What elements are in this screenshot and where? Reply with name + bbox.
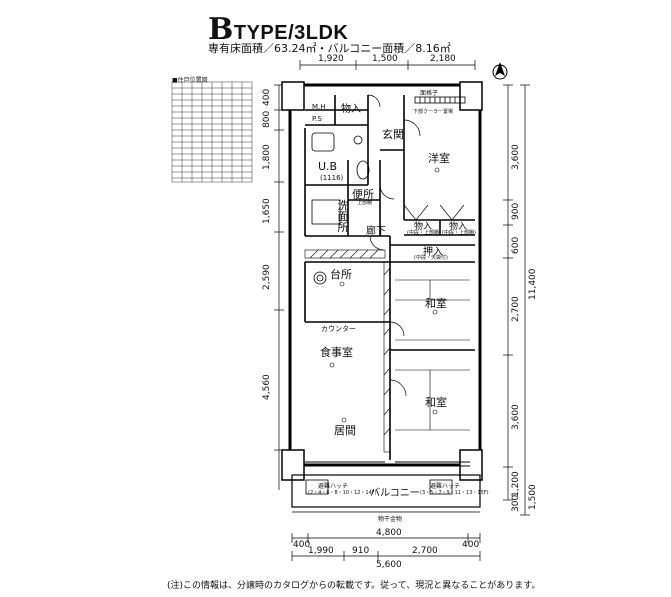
room-ub: U.B xyxy=(318,160,338,173)
room-senmenjo: 洗 面 所 xyxy=(337,199,349,234)
dim-right-7: 300 xyxy=(511,494,521,512)
location-map-title: ■住戸位置図 xyxy=(172,77,208,84)
dim-top-1: 1,920 xyxy=(318,54,344,64)
room-ub-size: (1116) xyxy=(320,174,344,182)
dim-bottom-total: 5,600 xyxy=(376,560,402,570)
room-monoire-3: 物入 xyxy=(449,222,468,232)
dim-left-3: 1,800 xyxy=(262,144,272,170)
dim-top-2: 1,500 xyxy=(372,54,398,64)
hatch-left-label: 避難ハッチ xyxy=(318,483,349,490)
monoire-3-sub: (中段・上部棚) xyxy=(442,230,476,236)
cooler-label: 下部クーラー置場 xyxy=(413,109,454,115)
room-genkan: 玄関 xyxy=(382,128,404,141)
dim-right-extra: 1,500 xyxy=(528,484,538,510)
monoire-2-sub: (中段・上部棚) xyxy=(407,230,441,236)
dim-right-5: 3,600 xyxy=(511,404,521,430)
dim-bottom-4: 1,990 xyxy=(308,546,334,556)
dim-left-1: 400 xyxy=(262,88,272,106)
hatch-left-floors: (2・4・6・8・10・12・14F) xyxy=(308,490,377,496)
dim-bottom-5: 910 xyxy=(352,546,370,556)
hatch-right-label: 避難ハッチ xyxy=(430,483,461,490)
room-roka: 廊下 xyxy=(366,226,386,237)
room-washitsu-2: 和室 xyxy=(425,396,447,409)
room-shokujishitsu: 食事室 xyxy=(320,346,353,359)
room-benjo: 便所 xyxy=(352,188,374,201)
north-arrow-icon xyxy=(492,62,508,80)
dim-right-2: 900 xyxy=(511,202,521,220)
room-monoire-top: 物入 xyxy=(341,104,361,115)
footnote: (注)この情報は、分譲時のカタログからの転載です。従って、現況と異なることがあり… xyxy=(167,581,541,591)
room-youshitsu: 洋室 xyxy=(428,152,450,165)
dim-left-5: 2,590 xyxy=(262,264,272,290)
grille-label: 面格子 xyxy=(420,90,439,97)
dim-left-4: 1,650 xyxy=(262,198,272,224)
plan-title: BTYPE/3LDK xyxy=(208,12,349,47)
room-ima: 居間 xyxy=(334,424,356,437)
dim-bottom-1: 400 xyxy=(293,540,311,550)
dim-bottom-2: 4,800 xyxy=(376,528,402,538)
dim-bottom-3: 400 xyxy=(462,540,480,550)
monohoshi-label: 物干金物 xyxy=(378,516,403,523)
ueduna-label: 上部棚 xyxy=(357,200,373,206)
dim-top-3: 2,180 xyxy=(430,54,456,64)
location-map xyxy=(171,81,253,183)
label-mh: M.H xyxy=(312,103,326,111)
dim-right-1: 3,600 xyxy=(511,144,521,170)
dim-right-total: 11,400 xyxy=(528,268,538,301)
room-washitsu-1: 和室 xyxy=(425,297,447,310)
dim-right-3: 600 xyxy=(511,236,521,254)
counter-label: カウンター xyxy=(321,325,356,333)
label-ps: P.S xyxy=(312,115,322,123)
dim-left-6: 4,560 xyxy=(262,374,272,400)
area-subtitle: 専有床面積／63.24㎡・バルコニー面積／8.16㎡ xyxy=(208,42,451,55)
room-oshiire: 押入 xyxy=(423,247,443,258)
dim-left-2: 800 xyxy=(262,110,272,128)
room-daidokoro: 台所 xyxy=(330,268,352,281)
dim-right-4: 2,700 xyxy=(511,296,521,322)
room-monoire-2: 物入 xyxy=(414,222,433,232)
dim-bottom-6: 2,700 xyxy=(412,546,438,556)
room-balcony: バルコニー xyxy=(370,488,420,499)
hatch-right-floors: (3・5・7・9・11・13・15F) xyxy=(420,490,489,496)
oshiire-sub: (中段・天袋付) xyxy=(414,255,448,261)
dim-right-6: 1,200 xyxy=(511,471,521,497)
